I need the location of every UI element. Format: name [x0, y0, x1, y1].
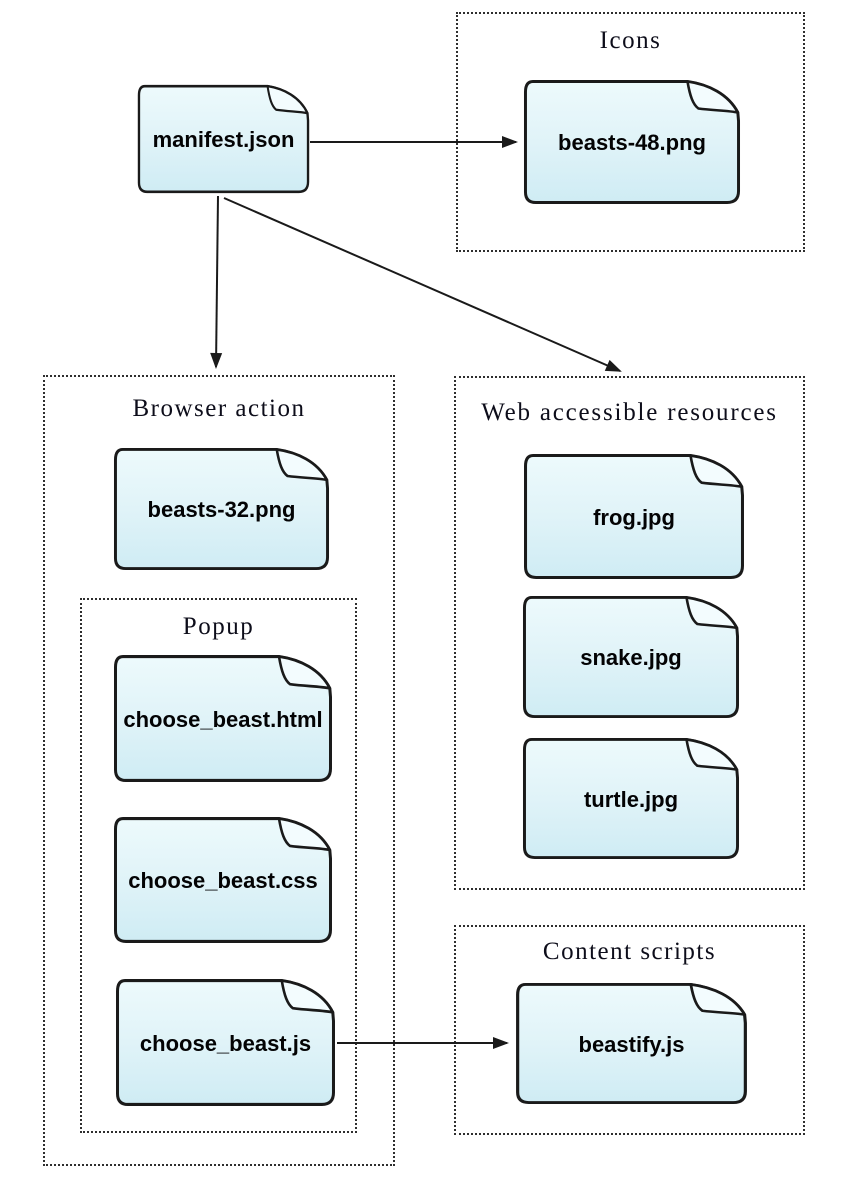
file-label: choose_beast.html	[123, 706, 323, 732]
file-label: beasts-32.png	[147, 497, 296, 522]
group-content-scripts: Content scripts	[454, 925, 805, 1135]
file-node-beasts-32-png: beasts-32.png	[113, 447, 330, 571]
group-title-icons: Icons	[599, 27, 662, 54]
file-node-snake-jpg: snake.jpg	[522, 595, 740, 719]
group-icons: Icons	[456, 12, 805, 252]
group-browser-action: Browser action	[43, 375, 395, 1166]
group-title-content-scripts: Content scripts	[542, 938, 717, 965]
group-popup: Popup	[80, 598, 357, 1133]
file-label: turtle.jpg	[583, 786, 679, 812]
file-label: frog.jpg	[593, 504, 675, 530]
edge-manifest-to-browser-action	[210, 195, 223, 369]
file-node-manifest-json: manifest.json	[137, 84, 310, 194]
file-node-beasts-48-png: beasts-48.png	[523, 79, 741, 205]
file-label: choose_beast.js	[139, 1030, 312, 1056]
group-title-popup: Popup	[182, 613, 255, 640]
group-web-accessible-resources: Web accessible resources	[454, 376, 805, 890]
file-node-choose-beast-css: choose_beast.css	[113, 816, 333, 944]
file-node-choose-beast-html: choose_beast.html	[113, 654, 333, 783]
file-label: beastify.js	[578, 1031, 685, 1057]
file-node-turtle-jpg: turtle.jpg	[522, 737, 740, 860]
file-label: manifest.json	[152, 127, 295, 152]
file-label: choose_beast.css	[128, 868, 318, 893]
group-title-browser-action: Browser action	[132, 395, 306, 422]
file-node-choose-beast-js: choose_beast.js	[115, 978, 336, 1107]
file-node-beastify-js: beastify.js	[515, 982, 748, 1105]
file-node-frog-jpg: frog.jpg	[523, 453, 745, 580]
file-label: beasts-48.png	[558, 130, 706, 155]
file-label: snake.jpg	[580, 645, 682, 670]
group-title-web-accessible-resources: Web accessible resources	[481, 399, 778, 426]
